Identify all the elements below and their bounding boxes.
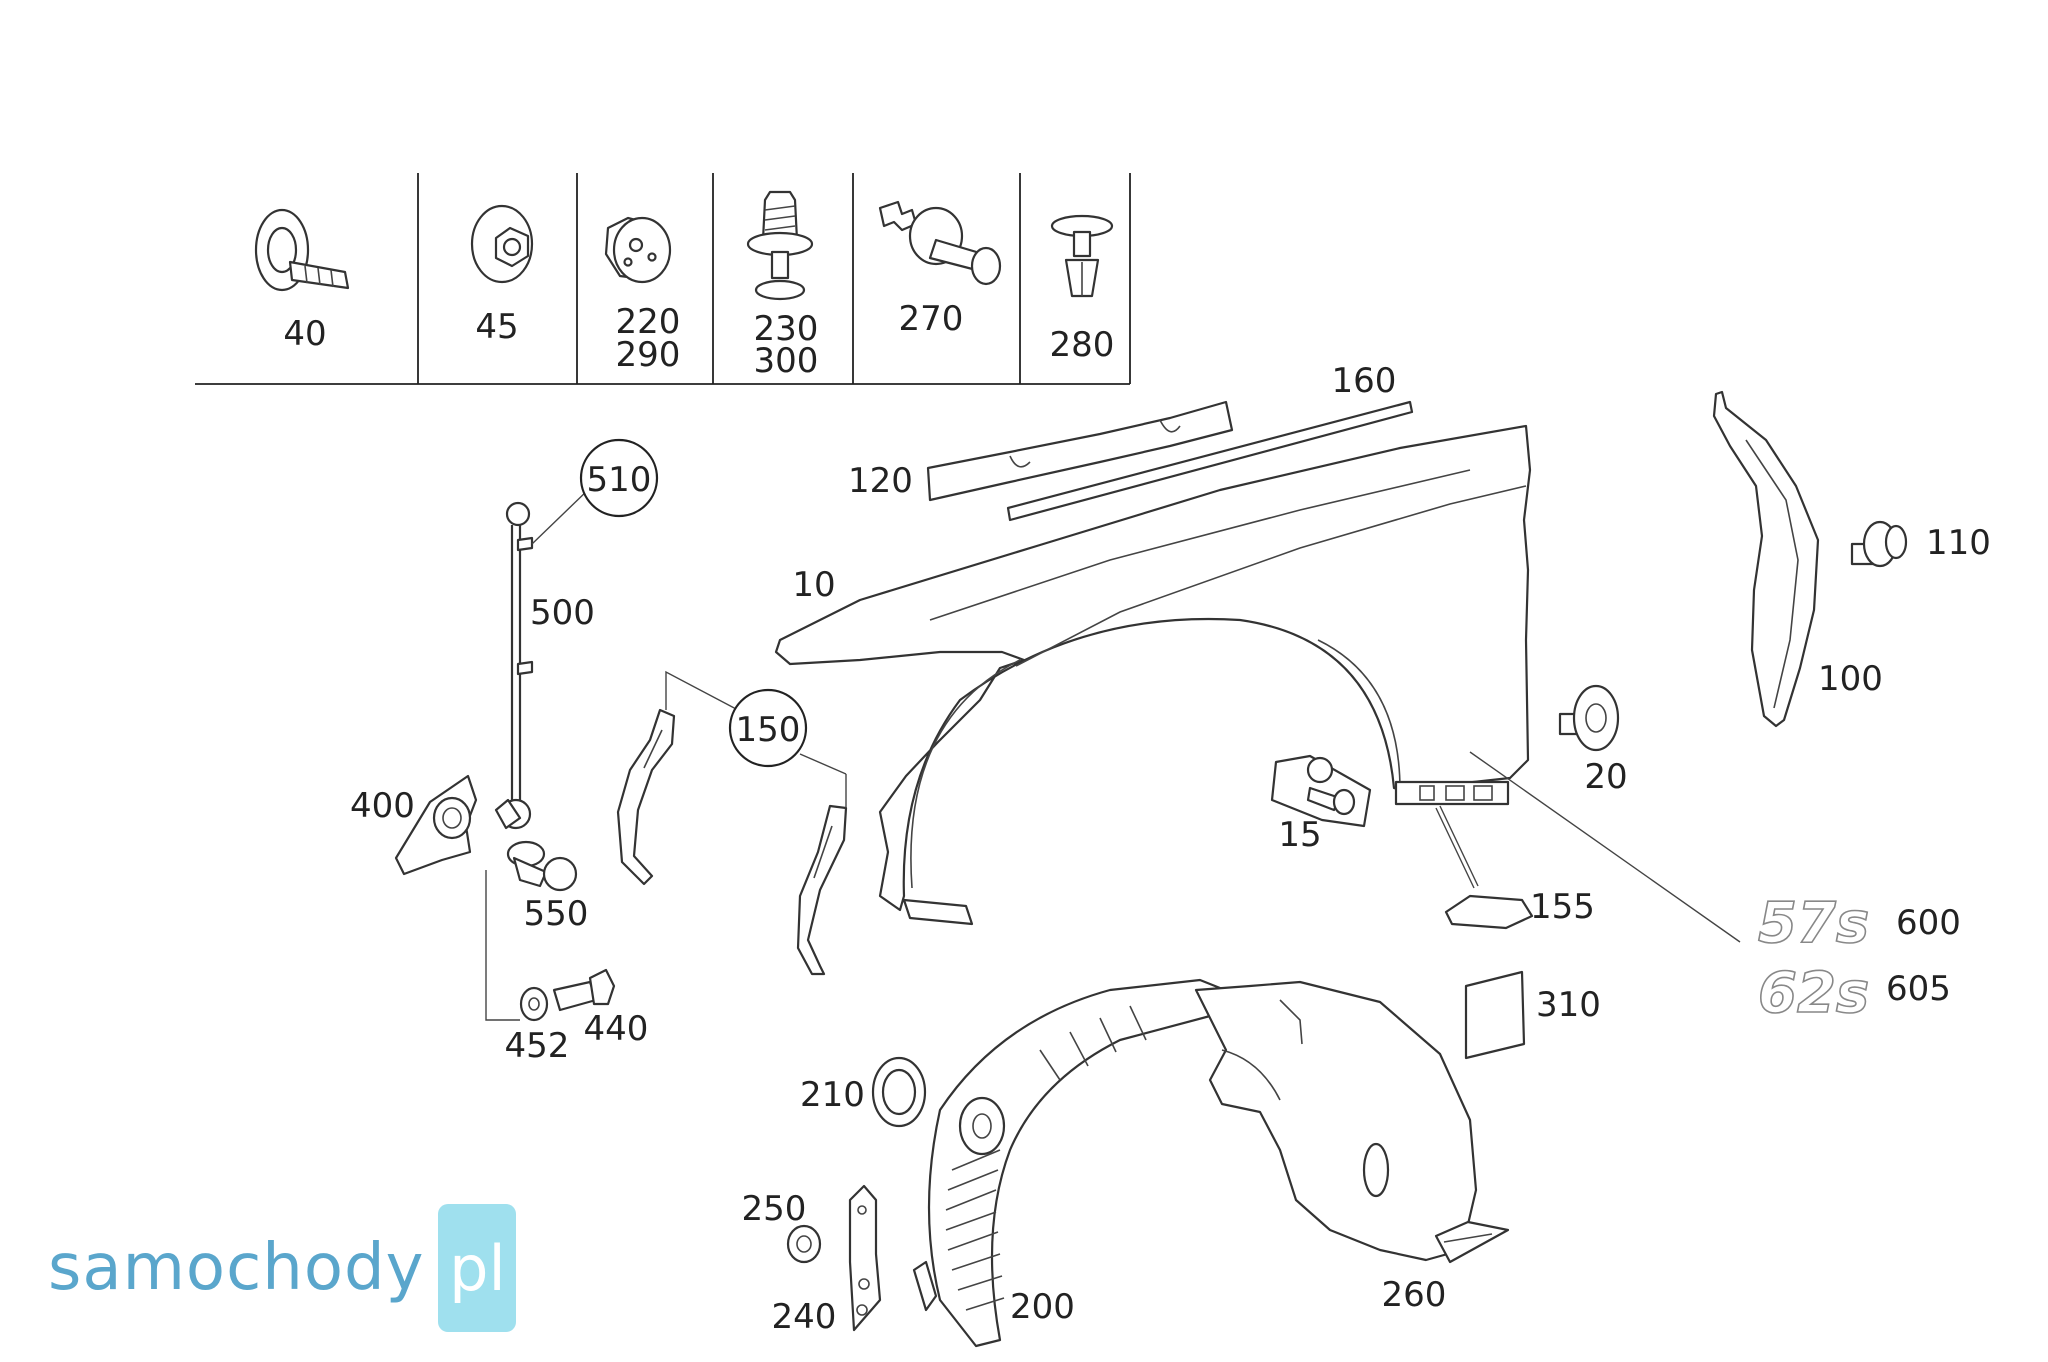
- clip-110: [1850, 520, 1908, 568]
- label-210: 210: [800, 1075, 865, 1115]
- callout-150: [665, 670, 847, 808]
- label-120: 120: [848, 461, 913, 501]
- bolt-440-washer-452: [485, 870, 616, 1022]
- nut-250: [786, 1224, 822, 1264]
- seal-strip-160: [1006, 400, 1414, 522]
- legend-label-270: 270: [899, 299, 964, 339]
- bracket-150-right: [796, 804, 848, 976]
- label-160: 160: [1332, 361, 1397, 401]
- label-605: 605: [1886, 969, 1951, 1009]
- label-550: 550: [524, 894, 589, 934]
- label-20: 20: [1584, 757, 1627, 797]
- legend-label-220: 220: [616, 302, 681, 342]
- label-110: 110: [1926, 523, 1991, 563]
- badge-57s: 57s: [1758, 891, 1869, 956]
- label-500: 500: [530, 593, 595, 633]
- watermark-logo: samochody pl: [48, 1198, 517, 1338]
- pad-155: [1435, 805, 1534, 930]
- bracket-150-left: [616, 708, 676, 886]
- fastener-220-icon: [604, 216, 672, 284]
- label-10: 10: [792, 565, 835, 605]
- badge-62s: 62s: [1758, 961, 1869, 1026]
- label-sticker-310: [1464, 970, 1526, 1060]
- label-400: 400: [350, 786, 415, 826]
- fender-10: [774, 424, 1532, 926]
- hood-rod-holder-400: [394, 774, 478, 876]
- legend-label-290: 290: [616, 335, 681, 375]
- label-240: 240: [772, 1297, 837, 1337]
- legend-label-280: 280: [1050, 325, 1115, 365]
- leader-600-605: [1469, 751, 1741, 943]
- label-260: 260: [1382, 1275, 1447, 1315]
- fastener-270-icon: [878, 200, 1002, 286]
- watermark-suffix-box: pl: [438, 1204, 517, 1332]
- clip-550: [506, 840, 578, 892]
- wheel-liner-260: [1194, 980, 1510, 1264]
- bracket-240: [848, 1184, 882, 1332]
- fastener-legend-table: [195, 173, 1131, 385]
- wheel-liner-200: [912, 978, 1242, 1348]
- legend-label-45: 45: [475, 307, 518, 347]
- legend-label-40: 40: [283, 314, 326, 354]
- label-310: 310: [1536, 985, 1601, 1025]
- legend-label-300: 300: [754, 341, 819, 381]
- wheel-arch-trim-100: [1712, 390, 1820, 728]
- label-452: 452: [505, 1026, 570, 1066]
- hood-prop-rod: [494, 501, 534, 830]
- fastener-45-icon: [470, 204, 534, 284]
- fastener-280-icon: [1050, 214, 1114, 298]
- label-510: 510: [587, 460, 652, 500]
- label-600: 600: [1896, 903, 1961, 943]
- label-15: 15: [1278, 815, 1321, 855]
- watermark-text: samochody: [48, 1231, 425, 1305]
- label-200: 200: [1010, 1287, 1075, 1327]
- callout-510: [531, 438, 659, 545]
- label-155: 155: [1530, 887, 1595, 927]
- watermark-suffix: pl: [449, 1231, 506, 1305]
- label-100: 100: [1818, 659, 1883, 699]
- grommet-210: [871, 1056, 927, 1128]
- seal-strip-120: [926, 400, 1234, 502]
- bracket-15: [1270, 754, 1372, 828]
- label-150: 150: [736, 710, 801, 750]
- fastener-40-icon: [254, 208, 350, 292]
- label-250: 250: [742, 1189, 807, 1229]
- fastener-230-icon: [746, 190, 814, 301]
- bolt-20: [1558, 684, 1620, 752]
- legend-label-230: 230: [754, 309, 819, 349]
- label-440: 440: [584, 1009, 649, 1049]
